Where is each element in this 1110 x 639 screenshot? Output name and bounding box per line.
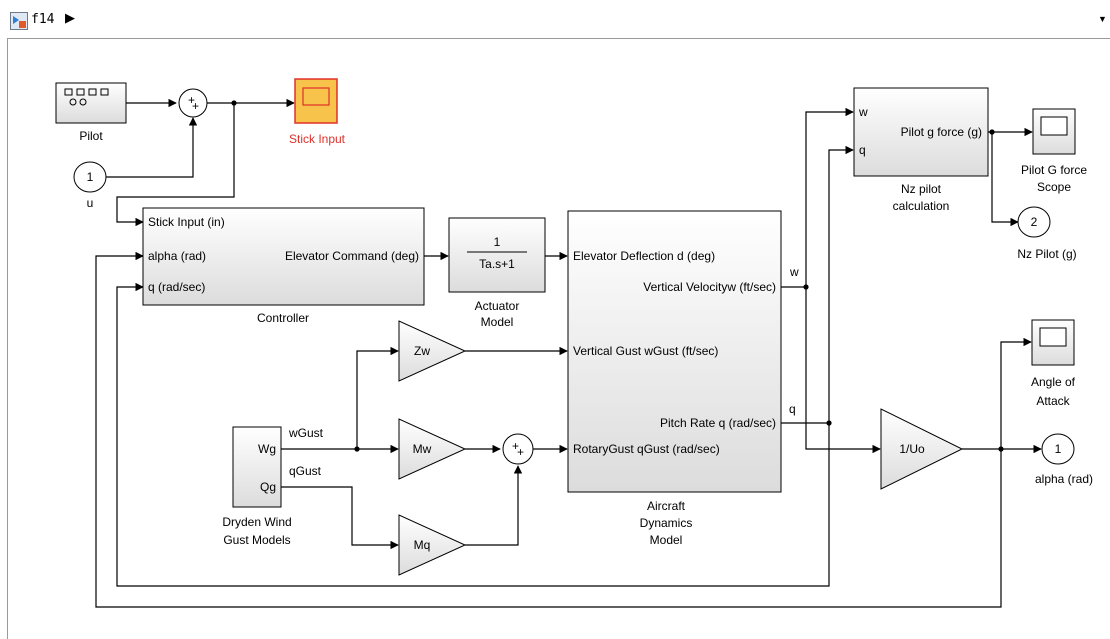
outport-alpha[interactable]: 1 alpha (rad) (1035, 433, 1093, 486)
dryden-wind-gust-block[interactable]: Wg Qg Dryden Wind Gust Models (222, 426, 292, 547)
aircraft-in2: Vertical Gust wGust (ft/sec) (573, 344, 718, 358)
dryden-label-2: Gust Models (223, 533, 290, 547)
outport-nz-number: 2 (1031, 215, 1038, 229)
nz-calc-label-1: Nz pilot (901, 182, 942, 196)
pilot-label: Pilot (79, 129, 103, 143)
gain-zw-block[interactable]: Zw (398, 320, 467, 382)
gain-mw-label: Mw (413, 442, 432, 456)
signal-label-w: w (789, 265, 799, 279)
dryden-out1: Wg (258, 442, 276, 456)
angle-of-attack-scope[interactable]: Angle of Attack (1031, 319, 1076, 408)
aircraft-dynamics-block[interactable]: Elevator Deflection d (deg) Vertical Gus… (567, 210, 782, 547)
inport-u-label: u (87, 196, 94, 210)
actuator-denominator: Ta.s+1 (479, 257, 515, 271)
actuator-numerator: 1 (494, 235, 501, 249)
gain-mq-label: Mq (414, 538, 431, 552)
outport-alpha-label: alpha (rad) (1035, 472, 1093, 486)
sum1-sign-a: + (188, 93, 195, 107)
sum1-sign-b: + (192, 99, 199, 113)
signal-builder-icon (64, 88, 109, 106)
signal-label-qgust: qGust (289, 464, 322, 478)
model-icon[interactable] (10, 12, 28, 30)
toolbar: f14 ▶ ▼ (0, 0, 1110, 38)
stick-input-scope[interactable]: Stick Input (289, 78, 346, 146)
gain-uo-block[interactable]: 1/Uo (880, 408, 964, 490)
sum-block-1[interactable]: + + (178, 88, 208, 118)
sum-block-2[interactable]: + + (502, 433, 534, 465)
aircraft-label-1: Aircraft (647, 499, 686, 513)
dryden-out2: Qg (260, 480, 276, 494)
pilot-g-scope-label-2: Scope (1037, 180, 1071, 194)
actuator-block[interactable]: 1 Ta.s+1 Actuator Model (448, 217, 546, 329)
outport-nz-label: Nz Pilot (g) (1017, 247, 1076, 261)
controller-out1: Elevator Command (deg) (285, 249, 419, 263)
signal-label-wgust: wGust (288, 426, 324, 440)
gain-mw-block[interactable]: Mw (398, 418, 467, 480)
nz-calc-out1: Pilot g force (g) (901, 125, 982, 139)
outport-alpha-number: 1 (1055, 442, 1062, 456)
branch-points (231, 100, 1004, 452)
pilot-block[interactable]: Pilot (55, 82, 127, 143)
signal-lines[interactable] (95, 98, 1042, 608)
aoa-scope-label-1: Angle of (1031, 375, 1076, 389)
pilot-g-scope-label-1: Pilot G force (1021, 163, 1087, 177)
controller-in2: alpha (rad) (148, 249, 206, 263)
outport-nz-pilot[interactable]: 2 Nz Pilot (g) (1017, 206, 1077, 261)
gain-zw-label: Zw (414, 344, 430, 358)
aircraft-in3: RotaryGust qGust (rad/sec) (573, 442, 720, 456)
actuator-label-1: Actuator (475, 299, 520, 313)
actuator-label-2: Model (481, 315, 514, 329)
aircraft-in1: Elevator Deflection d (deg) (573, 249, 715, 263)
breadcrumb-arrow-icon[interactable]: ▶ (65, 10, 75, 25)
controller-label: Controller (257, 311, 309, 325)
sum2-sign-b: + (517, 445, 524, 459)
pilot-g-force-scope[interactable]: Pilot G force Scope (1021, 108, 1087, 194)
stick-input-label: Stick Input (289, 132, 346, 146)
aoa-scope-label-2: Attack (1036, 394, 1070, 408)
chevron-down-icon[interactable]: ▼ (1098, 14, 1107, 24)
inport-u[interactable]: 1 u (73, 161, 107, 210)
breadcrumb-model-name[interactable]: f14 (31, 12, 55, 27)
sum2-sign-a: + (512, 439, 519, 453)
inport-u-number: 1 (87, 170, 94, 184)
aircraft-out2: Pitch Rate q (rad/sec) (660, 416, 776, 430)
gain-mq-block[interactable]: Mq (398, 514, 467, 576)
gain-uo-label: 1/Uo (899, 442, 925, 456)
dryden-label-1: Dryden Wind (222, 515, 291, 529)
aircraft-label-2: Dynamics (640, 516, 693, 530)
nz-calc-in1: w (858, 105, 868, 119)
controller-in3: q (rad/sec) (148, 280, 205, 294)
nz-calc-in2: q (859, 143, 866, 157)
signal-label-q: q (789, 402, 796, 416)
aircraft-label-3: Model (650, 533, 683, 547)
controller-block[interactable]: Stick Input (in) alpha (rad) q (rad/sec)… (142, 207, 425, 325)
aircraft-out1: Vertical Velocityw (ft/sec) (643, 280, 776, 294)
nz-pilot-calculation-block[interactable]: w q Pilot g force (g) Nz pilot calculati… (853, 87, 989, 213)
nz-calc-label-2: calculation (893, 199, 950, 213)
controller-in1: Stick Input (in) (148, 215, 225, 229)
